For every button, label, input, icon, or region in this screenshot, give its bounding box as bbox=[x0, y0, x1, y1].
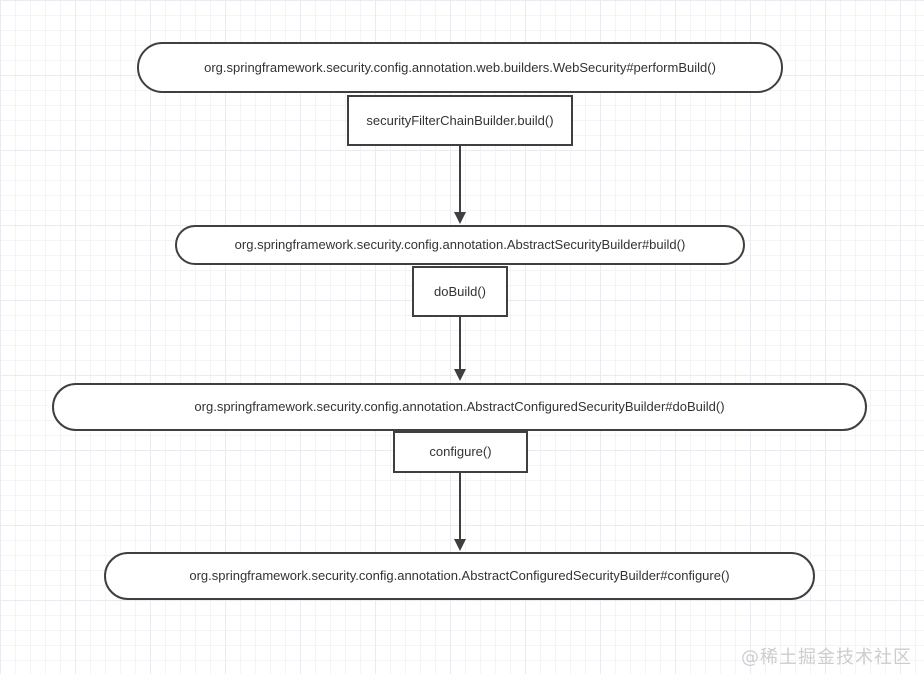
flow-node-abstractsecuritybuilder-build: org.springframework.security.config.anno… bbox=[175, 225, 745, 265]
node-label: org.springframework.security.config.anno… bbox=[204, 59, 716, 75]
call-box-configure: configure() bbox=[393, 431, 528, 473]
node-label: org.springframework.security.config.anno… bbox=[234, 237, 686, 253]
arrowhead-icon bbox=[454, 539, 466, 551]
juejin-watermark: @稀土掘金技术社区 bbox=[741, 647, 912, 668]
arrow-line bbox=[459, 317, 461, 369]
call-box-securityfilterchainbuilder-build: securityFilterChainBuilder.build() bbox=[347, 95, 573, 146]
arrowhead-icon bbox=[454, 369, 466, 381]
arrowhead-icon bbox=[454, 212, 466, 224]
node-label: configure() bbox=[429, 444, 492, 460]
flow-node-abstractconfiguredsecuritybuilder-configure: org.springframework.security.config.anno… bbox=[104, 552, 815, 600]
arrow-line bbox=[459, 473, 461, 539]
flow-node-abstractconfiguredsecuritybuilder-dobuild: org.springframework.security.config.anno… bbox=[52, 383, 867, 431]
call-box-dobuild: doBuild() bbox=[412, 266, 508, 317]
flow-node-websecurity-performbuild: org.springframework.security.config.anno… bbox=[137, 42, 783, 93]
node-label: doBuild() bbox=[433, 283, 487, 299]
node-label: org.springframework.security.config.anno… bbox=[189, 568, 730, 584]
node-label: securityFilterChainBuilder.build() bbox=[366, 112, 554, 128]
node-label: org.springframework.security.config.anno… bbox=[194, 399, 725, 415]
arrow-line bbox=[459, 146, 461, 212]
